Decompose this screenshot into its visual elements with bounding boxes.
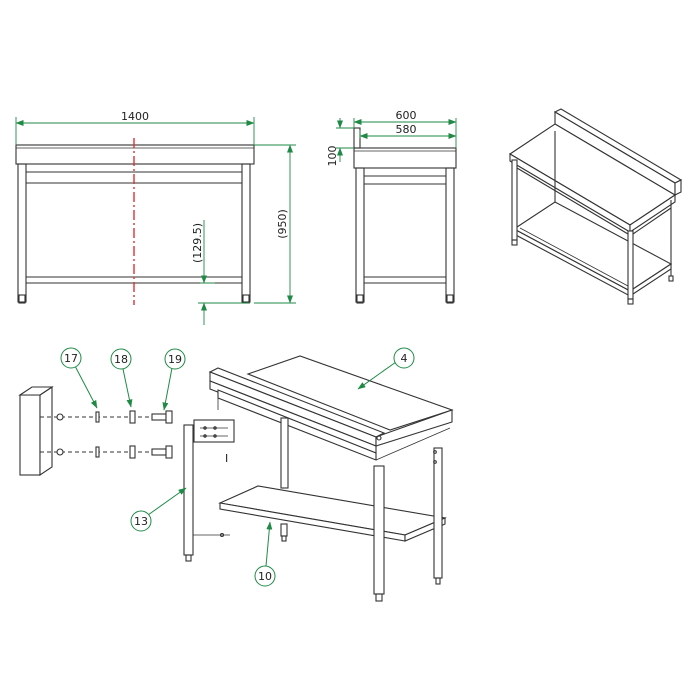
callouts: 4 17 18 19 13 10 [60, 347, 415, 587]
callout-10-bubble [254, 565, 276, 587]
dim-upstand-label: 100 [326, 146, 339, 167]
front-view: 1400 (950) (129.5) [15, 110, 296, 325]
callout-18-bubble [110, 348, 132, 370]
callout-19-bubble [164, 348, 186, 370]
callout-13-label: 13 [134, 515, 148, 528]
dim-top-depth-label: 580 [396, 123, 417, 136]
callout-4-label: 4 [401, 352, 408, 365]
side-view: 600 580 100 [326, 109, 457, 304]
callout-10-label: 10 [258, 570, 272, 583]
callout-4-bubble [393, 347, 415, 369]
isometric-view [508, 108, 683, 305]
callout-18-label: 18 [114, 353, 128, 366]
dim-width-label: 1400 [121, 110, 149, 123]
exploded-assembly: I [18, 355, 454, 602]
callout-17-bubble [60, 347, 82, 369]
callout-17-label: 17 [64, 352, 78, 365]
dim-depth-label: 600 [396, 109, 417, 122]
misc-mark: I [225, 452, 228, 465]
dim-height-label: (950) [276, 209, 289, 239]
callout-13-bubble [130, 510, 152, 532]
dim-foot-label: (129.5) [191, 223, 204, 263]
callout-19-label: 19 [168, 353, 182, 366]
